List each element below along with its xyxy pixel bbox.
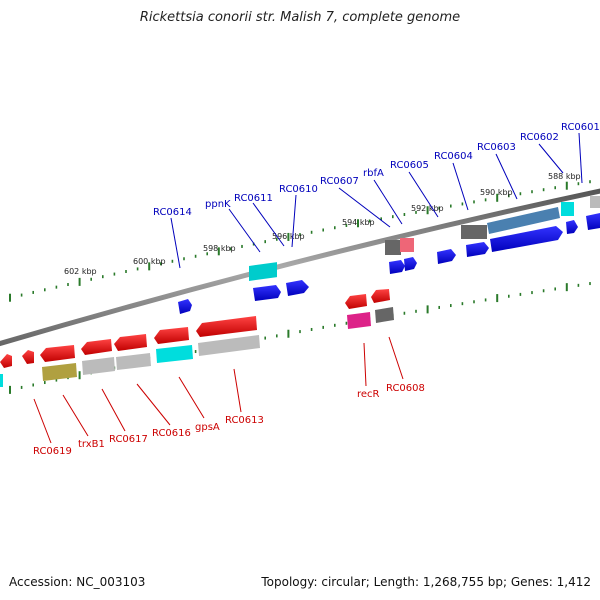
leader-line <box>363 342 367 387</box>
feature-rect[interactable] <box>375 307 394 323</box>
gene-labels-top: RC0614 ppnK RC0611 RC0610 RC0607 rbfA RC… <box>153 122 600 218</box>
gene-label: RC0611 <box>234 193 273 204</box>
gene-arrow[interactable] <box>196 316 257 337</box>
gene-arrow[interactable] <box>466 242 489 257</box>
leader-line <box>578 132 583 184</box>
gene-label: gpsA <box>195 422 220 433</box>
gene-label: RC0604 <box>434 151 473 162</box>
gene-label: RC0617 <box>109 434 148 445</box>
gene-arrow[interactable] <box>178 299 192 314</box>
gene-arrow[interactable] <box>371 289 390 303</box>
feature-rect[interactable] <box>82 357 115 375</box>
leader-line <box>170 217 181 269</box>
gene-labels-bottom: RC0619 trxB1 RC0617 RC0616 gpsA RC0613 r… <box>33 383 425 457</box>
gene-label: RC0607 <box>320 176 359 187</box>
ruler-label: 592 kbp <box>411 204 444 213</box>
gene-label: RC0605 <box>390 160 429 171</box>
map-title: Rickettsia conorii str. Malish 7, comple… <box>139 10 461 25</box>
feature-rect[interactable] <box>347 312 371 329</box>
accession-text: Accession: NC_003103 <box>9 575 146 589</box>
leader-line <box>495 153 518 200</box>
feature-rect[interactable] <box>42 363 77 381</box>
reverse-strand-features <box>0 289 394 387</box>
leader-line <box>33 398 52 444</box>
leader-line <box>373 179 403 225</box>
gene-arrow[interactable] <box>345 294 367 309</box>
gene-label: RC0603 <box>477 142 516 153</box>
leader-line <box>136 383 171 426</box>
ruler-label: 596 kbp <box>272 232 305 241</box>
ruler-label: 594 kbp <box>342 218 375 227</box>
feature-rect[interactable] <box>249 262 277 281</box>
leader-line <box>233 368 242 413</box>
gene-label: recR <box>357 389 380 400</box>
leader-line <box>291 194 297 248</box>
gene-label: RC0602 <box>520 132 559 143</box>
feature-rect[interactable] <box>385 240 401 255</box>
gene-label: trxB1 <box>78 439 105 450</box>
feature-rect[interactable] <box>590 196 600 208</box>
feature-rect[interactable] <box>561 202 574 216</box>
gene-arrow[interactable] <box>490 226 563 252</box>
gene-arrow[interactable] <box>114 334 147 351</box>
gene-arrow[interactable] <box>40 345 75 362</box>
gene-arrow[interactable] <box>253 285 281 301</box>
ruler-label: 602 kbp <box>64 267 97 276</box>
feature-rect[interactable] <box>156 345 193 363</box>
gene-arrow[interactable] <box>404 257 417 271</box>
gene-label: RC0614 <box>153 207 192 218</box>
gene-label: RC0608 <box>386 383 425 394</box>
gene-label: rbfA <box>363 168 384 179</box>
gene-arrow[interactable] <box>0 354 12 368</box>
forward-strand-features <box>178 196 600 314</box>
leader-line <box>178 376 205 419</box>
feature-rect[interactable] <box>487 207 560 234</box>
gene-label: RC0619 <box>33 446 72 457</box>
gene-arrow[interactable] <box>154 327 189 344</box>
label-leaders <box>33 132 583 444</box>
ruler-label: 588 kbp <box>548 172 581 181</box>
ruler-label: 600 kbp <box>133 257 166 266</box>
leader-line <box>101 388 126 432</box>
leader-line <box>538 143 564 174</box>
gene-label: RC0613 <box>225 415 264 426</box>
feature-rect[interactable] <box>400 238 414 252</box>
ruler-label: 598 kbp <box>203 244 236 253</box>
leader-line <box>452 162 469 211</box>
leader-line <box>408 171 439 218</box>
gene-label: ppnK <box>205 199 231 210</box>
leader-line <box>228 208 261 253</box>
gene-arrow[interactable] <box>286 280 309 296</box>
genome-summary-text: Topology: circular; Length: 1,268,755 bp… <box>261 575 591 589</box>
feature-rect[interactable] <box>0 374 3 387</box>
ruler-label: 590 kbp <box>480 188 513 197</box>
leader-line <box>338 187 391 228</box>
genome-backbone <box>0 188 600 347</box>
ruler-labels: 602 kbp 600 kbp 598 kbp 596 kbp 594 kbp … <box>64 172 581 276</box>
feature-rect[interactable] <box>198 335 260 356</box>
gene-arrow[interactable] <box>437 249 456 264</box>
feature-rect[interactable] <box>116 353 151 370</box>
leader-line <box>252 202 285 247</box>
gene-label: RC0610 <box>279 184 318 195</box>
gene-label: RC0616 <box>152 428 191 439</box>
gene-arrow[interactable] <box>389 260 405 274</box>
gene-arrow[interactable] <box>81 339 112 355</box>
leader-line <box>388 336 404 380</box>
feature-rect[interactable] <box>461 225 487 239</box>
gene-arrow[interactable] <box>22 350 34 364</box>
gene-arrow[interactable] <box>566 220 578 234</box>
gene-arrow[interactable] <box>586 213 600 230</box>
leader-line <box>62 394 89 437</box>
gene-label: RC0601 <box>561 122 600 133</box>
